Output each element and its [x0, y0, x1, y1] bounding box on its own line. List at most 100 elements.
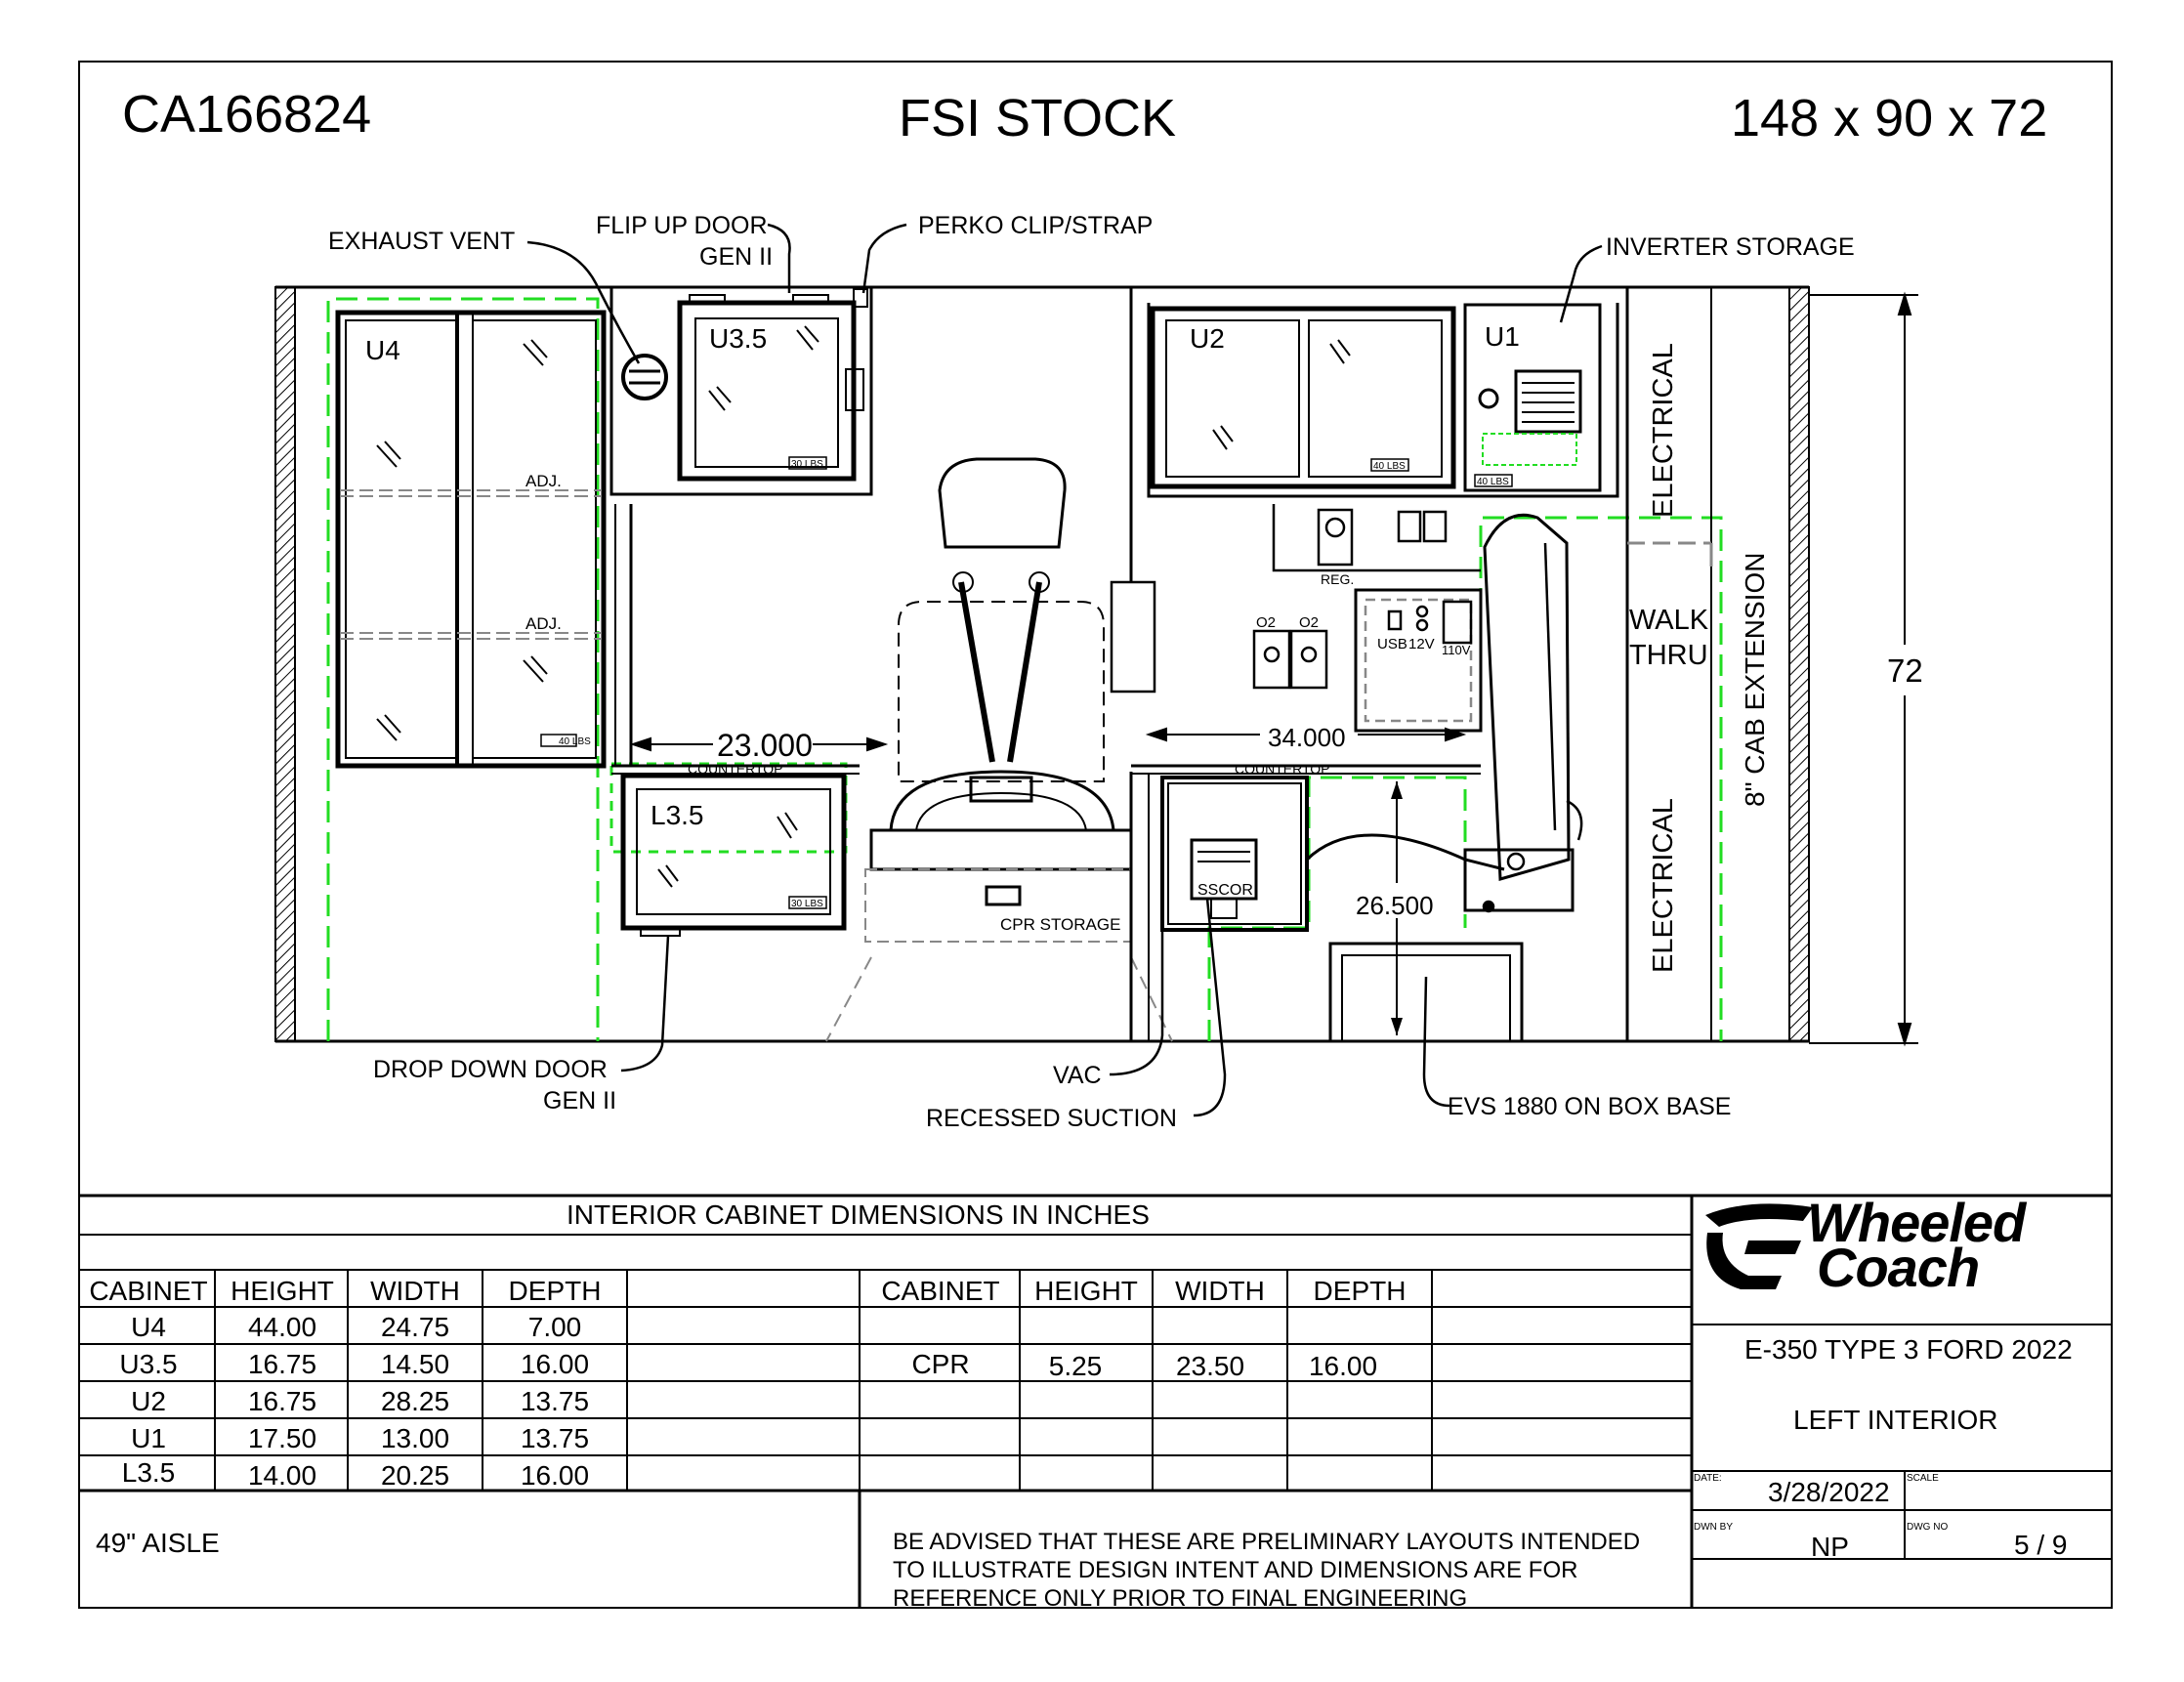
callout-flip-up-door-2: GEN II — [699, 243, 774, 271]
cabinet-u1 — [1463, 303, 1602, 492]
table-row: 13.75 — [520, 1423, 590, 1453]
callout-flip-up-door-1: FLIP UP DOOR — [596, 212, 768, 239]
dim-height: 72 — [1887, 652, 1923, 689]
table-row: 24.75 — [380, 1312, 450, 1342]
drawing-id: CA166824 — [122, 85, 372, 144]
dim-left: 23.000 — [717, 728, 813, 763]
weight-u2: 40 LBS — [1373, 461, 1406, 472]
drawn-by-label: DWN BY — [1694, 1522, 1733, 1533]
side-panel — [1110, 580, 1156, 694]
callout-exhaust-vent: EXHAUST VENT — [328, 228, 516, 255]
power-panel — [1354, 588, 1483, 733]
sscor-label: SSCOR — [1197, 882, 1253, 899]
left-header-cabinet: CABINET — [89, 1276, 208, 1306]
floor-plan: U4 40 LBS ADJ. ADJ. U3.5 30 LBS — [274, 223, 1923, 1117]
callout-evs: EVS 1880 ON BOX BASE — [1448, 1093, 1732, 1120]
cabinet-label-u35: U3.5 — [709, 323, 767, 354]
adj-upper-label: ADJ. — [525, 472, 562, 490]
drawing-frame — [78, 61, 2113, 1609]
callout-recessed-suction: RECESSED SUCTION — [926, 1105, 1177, 1132]
date-label: DATE: — [1694, 1473, 1722, 1484]
table-row: 5.25 — [1048, 1351, 1103, 1381]
o2-left-label: O2 — [1256, 614, 1276, 631]
table-row: 7.00 — [527, 1312, 582, 1342]
disclaimer-line-2: TO ILLUSTRATE DESIGN INTENT AND DIMENSIO… — [893, 1557, 1578, 1583]
scale-label: SCALE — [1907, 1473, 1939, 1484]
table-row: 13.75 — [520, 1386, 590, 1416]
leader-lines — [526, 223, 1603, 1117]
drawing-title: FSI STOCK — [899, 89, 1177, 147]
countertop-right-label: COUNTERTOP — [1235, 761, 1330, 777]
table-row: 28.25 — [380, 1386, 450, 1416]
countertop-left-label: COUNTERTOP — [688, 761, 783, 777]
right-header-height: HEIGHT — [1034, 1276, 1138, 1306]
cabinet-u4 — [335, 310, 607, 769]
right-header-depth: DEPTH — [1313, 1276, 1407, 1306]
v110-label: 110V — [1442, 643, 1471, 657]
table-row: 16.00 — [520, 1460, 590, 1491]
table-row: 16.00 — [1308, 1351, 1378, 1381]
left-wall-hatch — [274, 286, 296, 1042]
table-row: 44.00 — [247, 1312, 317, 1342]
callout-drop-down-door-2: GEN II — [543, 1087, 617, 1114]
logo-line-1: Wheeled — [1807, 1192, 2026, 1253]
dwg-no-value: 5 / 9 — [2014, 1530, 2068, 1560]
dwg-no-label: DWG NO — [1907, 1522, 1949, 1533]
weight-u4: 40 LBS — [559, 736, 591, 747]
right-wall-hatch — [1788, 286, 1810, 1042]
cpr-storage-label: CPR STORAGE — [1000, 915, 1120, 934]
o2-right-label: O2 — [1299, 614, 1319, 631]
vehicle-label: E-350 TYPE 3 FORD 2022 — [1744, 1334, 2073, 1365]
left-header-depth: DEPTH — [508, 1276, 602, 1306]
regulator-icon — [1317, 508, 1354, 567]
adj-lower-label: ADJ. — [525, 614, 562, 633]
logo-line-2: Coach — [1817, 1237, 1980, 1298]
right-header-cabinet: CABINET — [881, 1276, 1000, 1306]
cab-extension-label: 8" CAB EXTENSION — [1740, 553, 1770, 807]
electrical-top-label: ELECTRICAL — [1648, 343, 1679, 518]
view-label: LEFT INTERIOR — [1793, 1405, 1998, 1435]
weight-u35: 30 LBS — [791, 459, 823, 470]
weight-l35: 30 LBS — [791, 899, 823, 909]
cabinet-l35 — [620, 773, 847, 931]
electrical-bottom-label: ELECTRICAL — [1648, 798, 1679, 973]
table-row: U2 — [131, 1386, 166, 1416]
left-header-height: HEIGHT — [231, 1276, 334, 1306]
usb-label: USB — [1377, 636, 1407, 652]
table-row: 23.50 — [1175, 1351, 1245, 1381]
table-row: 17.50 — [247, 1423, 317, 1453]
walk-thru-label-1: WALK — [1629, 605, 1709, 636]
cabinet-label-u1: U1 — [1485, 321, 1520, 352]
table-row: U1 — [131, 1423, 166, 1453]
reg-label: REG. — [1321, 571, 1354, 587]
v12-label: 12V — [1408, 636, 1435, 652]
disclaimer-line-1: BE ADVISED THAT THESE ARE PRELIMINARY LA… — [893, 1529, 1641, 1555]
table-row: U3.5 — [119, 1349, 178, 1379]
weight-u1: 40 LBS — [1477, 477, 1509, 487]
overall-dimensions: 148 x 90 x 72 — [1731, 89, 2048, 147]
table-row: CPR — [911, 1349, 970, 1379]
evs-seat-icon — [1305, 513, 1583, 1043]
cabinet-u2 — [1150, 306, 1456, 489]
table-row: 20.25 — [380, 1460, 450, 1491]
table-row: U4 — [131, 1312, 166, 1342]
table-row: L3.5 — [121, 1457, 176, 1488]
outer-walls — [275, 285, 1809, 1043]
disclaimer-line-3: REFERENCE ONLY PRIOR TO FINAL ENGINEERIN… — [893, 1585, 1468, 1612]
table-row: 13.00 — [380, 1423, 450, 1453]
callout-drop-down-door-1: DROP DOWN DOOR — [373, 1056, 608, 1083]
table-title: INTERIOR CABINET DIMENSIONS IN INCHES — [567, 1199, 1150, 1230]
cabinet-label-l35: L3.5 — [651, 800, 704, 830]
walk-thru-label-2: THRU — [1629, 640, 1708, 671]
aisle-note: 49" AISLE — [96, 1528, 220, 1558]
callout-inverter-storage: INVERTER STORAGE — [1606, 233, 1855, 261]
table-row: 14.50 — [380, 1349, 450, 1379]
date-value: 3/28/2022 — [1768, 1477, 1890, 1507]
table-row: 16.00 — [520, 1349, 590, 1379]
dim-right: 34.000 — [1268, 723, 1346, 752]
cabinet-u35 — [609, 287, 873, 766]
callout-vac: VAC — [1053, 1062, 1102, 1089]
drawn-by-value: NP — [1811, 1532, 1849, 1562]
left-header-width: WIDTH — [370, 1276, 460, 1306]
callout-perko: PERKO CLIP/STRAP — [918, 212, 1154, 239]
